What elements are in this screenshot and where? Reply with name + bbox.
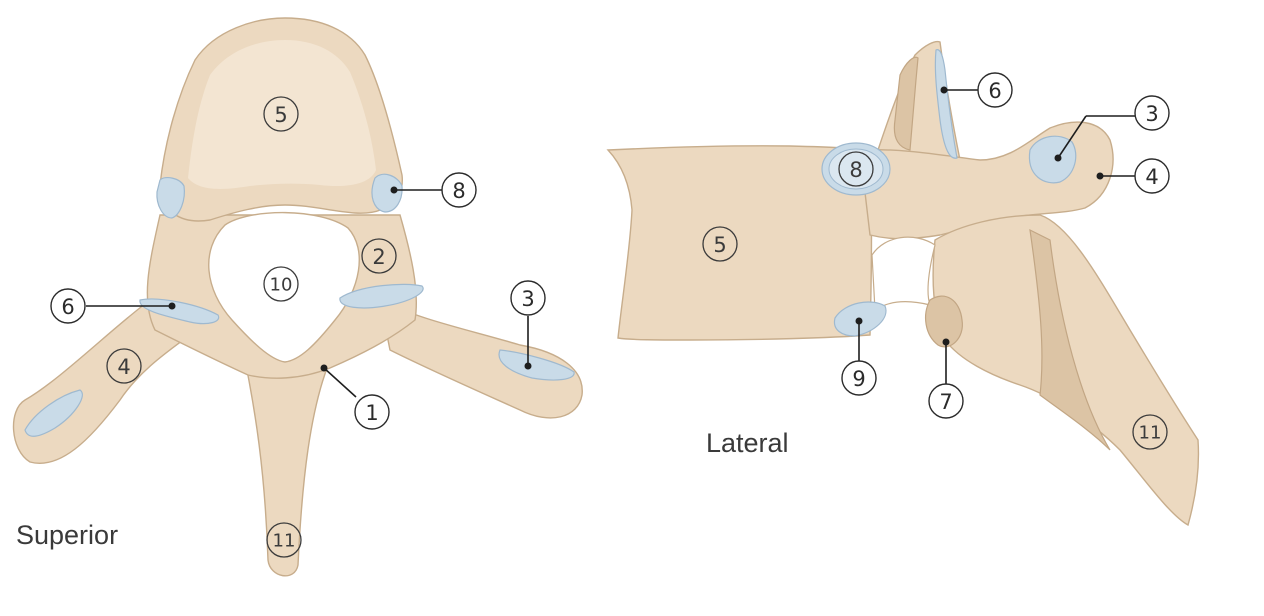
marker-sup-4-text: 4 — [117, 355, 130, 379]
marker-lat-8-text: 8 — [849, 158, 862, 182]
superior-transverse-right — [379, 298, 583, 419]
marker-lat-6: 6 — [977, 72, 1013, 108]
lateral-markers: 6 3 8 4 5 9 7 11 — [702, 72, 1170, 450]
dot-lat-6 — [940, 86, 948, 94]
superior-body-surface — [188, 40, 376, 189]
lateral-inferior-articular-process — [924, 295, 963, 348]
dot-lat-9 — [855, 317, 863, 325]
marker-sup-4: 4 — [106, 348, 142, 384]
dot-lat-4 — [1096, 172, 1104, 180]
superior-facet-4-tip — [24, 389, 83, 437]
marker-lat-3: 3 — [1134, 95, 1170, 131]
superior-facet-3 — [498, 349, 575, 381]
marker-sup-11-text: 11 — [273, 531, 296, 552]
lateral-spinous-shade — [1029, 228, 1111, 451]
view-label-superior: Superior — [16, 520, 118, 550]
marker-lat-7: 7 — [928, 383, 964, 419]
marker-lat-9-text: 9 — [852, 367, 865, 391]
marker-sup-10: 10 — [263, 266, 299, 302]
superior-vertebral-foramen — [208, 211, 360, 363]
marker-sup-2: 2 — [361, 238, 397, 274]
marker-sup-3: 3 — [510, 280, 546, 316]
marker-lat-4-text: 4 — [1145, 165, 1158, 189]
leader-lines — [86, 86, 1136, 398]
marker-lat-7-text: 7 — [939, 390, 952, 414]
marker-sup-8-text: 8 — [452, 179, 465, 203]
marker-sup-5: 5 — [263, 96, 299, 132]
superior-spinous-process — [244, 359, 332, 577]
marker-sup-10-text: 10 — [270, 275, 293, 296]
lateral-inferior-notch — [871, 236, 936, 312]
marker-sup-8: 8 — [441, 172, 477, 208]
view-label-lateral: Lateral — [706, 428, 789, 458]
dot-lat-3 — [1054, 154, 1062, 162]
marker-lat-5: 5 — [702, 226, 738, 262]
leader-sup-1 — [323, 367, 357, 398]
superior-markers: 5 8 2 10 6 3 4 1 — [50, 96, 546, 558]
dot-sup-3 — [524, 362, 532, 370]
marker-sup-1: 1 — [354, 394, 390, 430]
marker-sup-6-text: 6 — [61, 295, 74, 319]
marker-lat-3-text: 3 — [1145, 102, 1158, 126]
superior-facet-8-right — [371, 173, 403, 213]
superior-facet-2 — [339, 283, 424, 309]
marker-lat-5-text: 5 — [713, 233, 726, 257]
marker-sup-3-text: 3 — [521, 287, 534, 311]
superior-view — [12, 17, 583, 577]
lateral-view — [606, 40, 1200, 527]
marker-lat-6-text: 6 — [988, 79, 1001, 103]
marker-lat-11: 11 — [1132, 414, 1168, 450]
marker-lat-11-text: 11 — [1139, 423, 1162, 444]
lateral-vertebral-body — [606, 145, 873, 341]
superior-facet-6 — [139, 298, 220, 325]
dot-sup-6 — [168, 302, 176, 310]
lateral-spike-front — [893, 56, 919, 151]
superior-facet-8-left — [156, 176, 185, 219]
leader-lat-3 — [1057, 115, 1087, 159]
dot-sup-8 — [390, 186, 398, 194]
dot-lat-7 — [942, 338, 950, 346]
dot-sup-1 — [320, 364, 328, 372]
marker-sup-11: 11 — [266, 522, 302, 558]
lateral-facet-6 — [934, 49, 958, 159]
marker-sup-1-text: 1 — [365, 401, 378, 425]
marker-sup-5-text: 5 — [274, 103, 287, 127]
marker-lat-8: 8 — [838, 151, 874, 187]
marker-sup-2-text: 2 — [372, 245, 385, 269]
marker-lat-9: 9 — [841, 360, 877, 396]
marker-sup-6: 6 — [50, 288, 86, 324]
marker-lat-4: 4 — [1134, 158, 1170, 194]
